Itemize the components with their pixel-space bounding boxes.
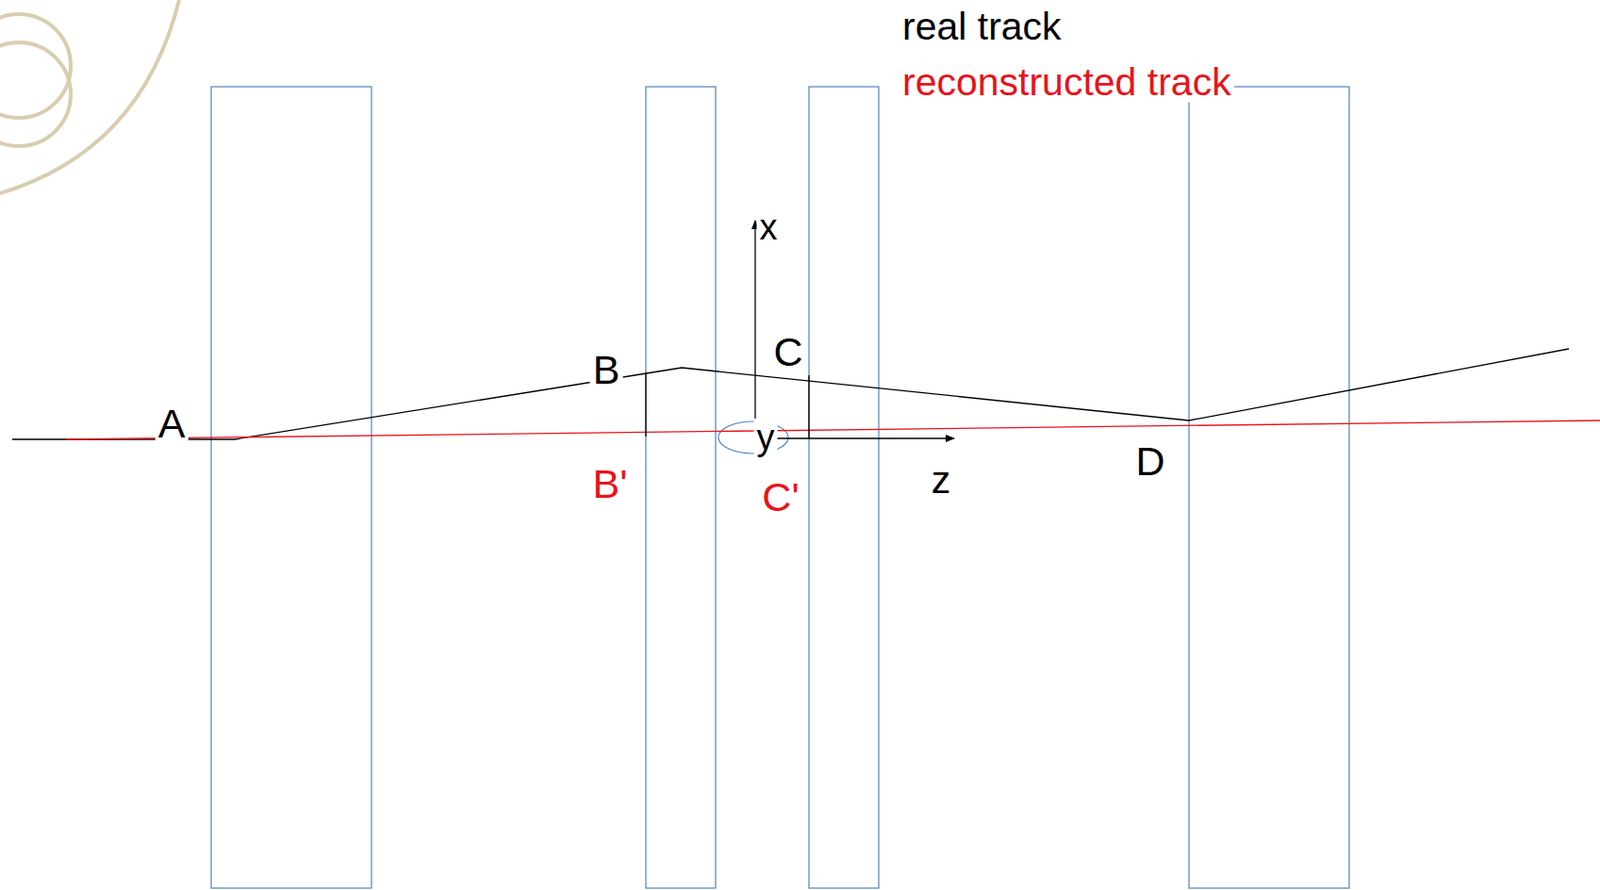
point-label: C bbox=[770, 330, 806, 374]
x-axis bbox=[754, 220, 756, 439]
reconstructed-track bbox=[65, 420, 1600, 440]
point-label: C' bbox=[758, 476, 802, 519]
z-axis bbox=[755, 437, 955, 439]
point-label: D bbox=[1132, 440, 1168, 483]
point-label: A bbox=[155, 402, 189, 446]
detector-planes bbox=[211, 86, 1350, 889]
axis-label: y bbox=[754, 418, 778, 457]
point-label: B' bbox=[590, 462, 631, 506]
offset-marker bbox=[808, 375, 809, 439]
axis-label: z bbox=[928, 460, 955, 501]
offset-marker bbox=[644, 372, 646, 437]
point-label: B bbox=[590, 348, 624, 392]
axis-label: x bbox=[757, 208, 781, 247]
legend-text: reconstructed track bbox=[899, 62, 1235, 103]
legend-text: real track bbox=[899, 6, 1065, 48]
corner-rings bbox=[0, 0, 180, 194]
